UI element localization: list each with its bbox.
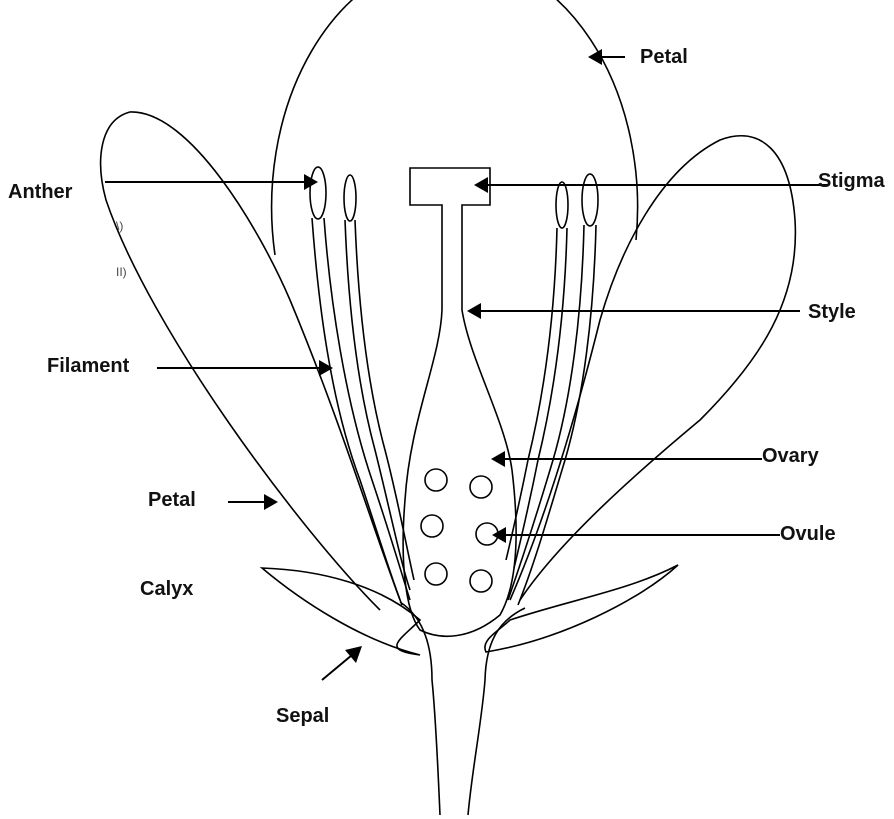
stalk-outline-right — [468, 608, 525, 815]
small-mark-a: \) — [116, 219, 123, 233]
arrow-ovule — [492, 527, 780, 543]
filament-left-inner — [345, 220, 414, 590]
ovule-5 — [425, 563, 447, 585]
ovule-1 — [425, 469, 447, 491]
label-ovule: Ovule — [780, 523, 836, 545]
label-stigma: Stigma — [818, 170, 886, 192]
label-petal-top: Petal — [640, 46, 688, 68]
label-petal-left: Petal — [148, 489, 196, 511]
left-sepal-outline — [262, 568, 420, 655]
arrow-style — [467, 303, 800, 319]
arrow-petal-top — [588, 49, 625, 65]
label-filament: Filament — [47, 355, 130, 377]
anther-right-inner — [556, 182, 568, 228]
ovule-6 — [470, 570, 492, 592]
anther-right-outer — [582, 174, 598, 226]
label-sepal: Sepal — [276, 705, 329, 727]
filament-right-inner — [506, 228, 567, 568]
pistil-outline — [403, 168, 516, 636]
label-calyx: Calyx — [140, 578, 193, 600]
top-petal-outline — [272, 0, 638, 255]
filament-left-outer — [312, 218, 410, 605]
arrow-ovary — [491, 451, 762, 467]
label-ovary: Ovary — [762, 445, 820, 467]
anther-left-outer — [310, 167, 326, 219]
arrow-anther — [105, 174, 318, 190]
filament-right-outer — [508, 225, 596, 605]
label-style: Style — [808, 301, 856, 323]
small-mark-b: II) — [116, 265, 127, 279]
arrow-filament — [157, 360, 333, 376]
right-sepal-outline — [485, 565, 678, 652]
arrow-petal-left — [228, 494, 278, 510]
right-petal-outline — [510, 136, 795, 600]
label-anther: Anther — [8, 181, 73, 203]
arrow-stigma — [474, 177, 828, 193]
ovule-3 — [421, 515, 443, 537]
ovule-2 — [470, 476, 492, 498]
anther-left-inner — [344, 175, 356, 221]
arrow-sepal — [322, 646, 362, 680]
